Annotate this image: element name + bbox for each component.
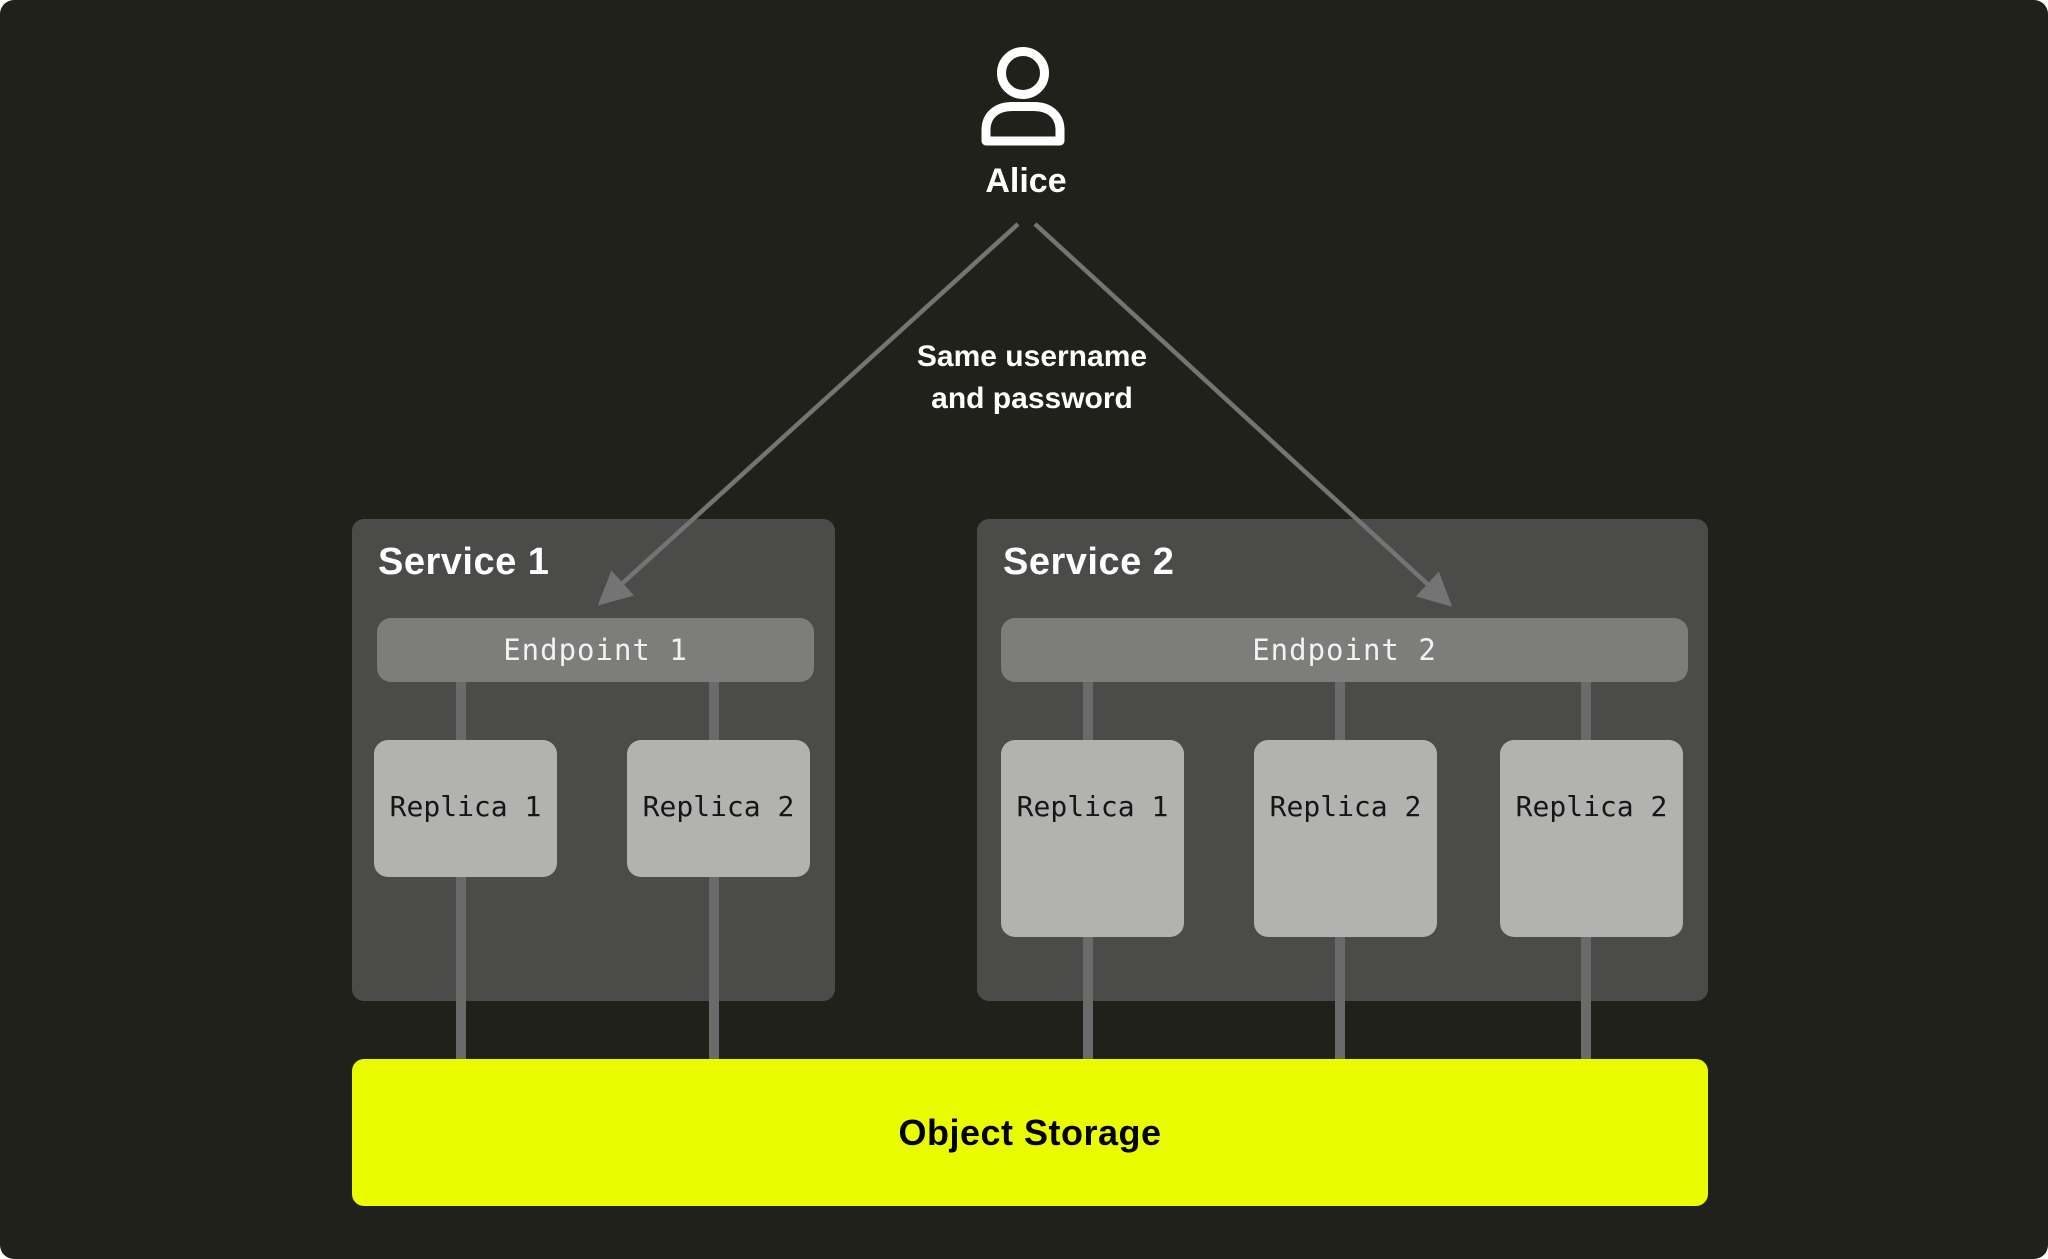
replica-box: Replica 2 xyxy=(1254,740,1437,937)
service-2-title: Service 2 xyxy=(1003,541,1175,583)
auth-annotation-line2: and password xyxy=(931,382,1133,415)
replica-label: Replica 1 xyxy=(389,790,542,823)
replica-label: Replica 2 xyxy=(1269,790,1422,823)
endpoint-1-label: Endpoint 1 xyxy=(503,633,688,667)
replica-label: Replica 2 xyxy=(642,790,795,823)
user-name-label: Alice xyxy=(985,162,1067,200)
replica-box: Replica 2 xyxy=(627,740,810,877)
endpoint-1-bar: Endpoint 1 xyxy=(377,618,814,682)
user-icon xyxy=(981,47,1065,146)
object-storage-bar: Object Storage xyxy=(352,1059,1708,1206)
replica-label: Replica 2 xyxy=(1515,790,1668,823)
endpoint-2-bar: Endpoint 2 xyxy=(1001,618,1688,682)
auth-annotation-line1: Same username xyxy=(916,340,1148,373)
service-1-title: Service 1 xyxy=(378,541,550,583)
replica-box: Replica 2 xyxy=(1500,740,1683,937)
replica-box: Replica 1 xyxy=(1001,740,1184,937)
replica-label: Replica 1 xyxy=(1016,790,1169,823)
object-storage-label: Object Storage xyxy=(898,1111,1162,1153)
endpoint-2-label: Endpoint 2 xyxy=(1252,633,1437,667)
auth-annotation: Same username and password xyxy=(632,336,1432,420)
replica-box: Replica 1 xyxy=(374,740,557,877)
